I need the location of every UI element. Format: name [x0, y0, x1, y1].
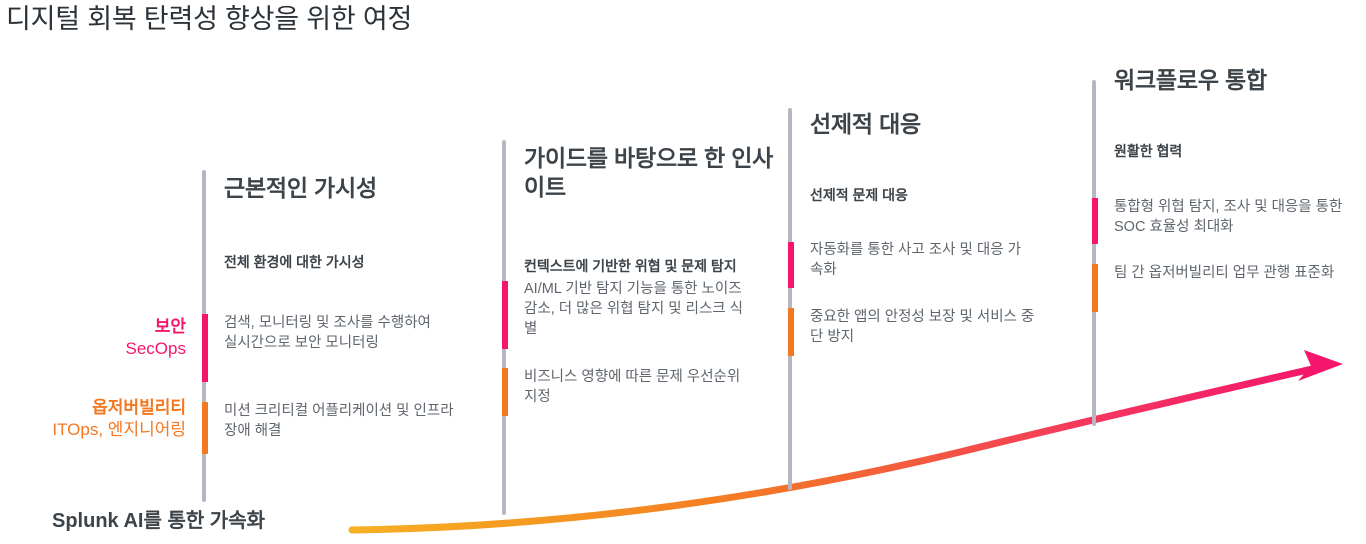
stage-2-marker-observability: [502, 368, 508, 416]
stage-4-marker-security: [1092, 198, 1098, 244]
stage-1-subtitle: 전체 환경에 대한 가시성: [224, 254, 365, 270]
persona-security: 보안 SecOps: [0, 316, 186, 360]
stage-4-marker-observability: [1092, 264, 1098, 312]
accelerate-label: Splunk AI를 통한 가속화: [52, 510, 265, 532]
stage-2-item-observability: 비즈니스 영향에 따른 문제 우선순위 지정: [524, 369, 741, 405]
stage-4-spine: [1092, 80, 1096, 426]
persona-observability-sub: ITOps, 엔지니어링: [52, 420, 186, 439]
stage-3-title: 선제적 대응: [810, 111, 921, 137]
persona-security-sub: SecOps: [125, 339, 186, 358]
stage-1-title: 근본적인 가시성: [224, 175, 377, 201]
persona-observability: 옵저버빌리티 ITOps, 엔지니어링: [0, 397, 186, 441]
stage-4-title: 워크플로우 통합: [1114, 67, 1267, 93]
arrow-head-icon: [1298, 350, 1343, 381]
page-title: 디지털 회복 탄력성 향상을 위한 여정: [6, 4, 413, 34]
stage-4-item-security: 통합형 위협 탐지, 조사 및 대응을 통한 SOC 효율성 최대화: [1114, 199, 1343, 235]
stage-4-item-observability: 팀 간 옵저버빌리티 업무 관행 표준화: [1114, 265, 1335, 281]
persona-security-name: 보안: [154, 317, 186, 336]
stage-2-marker-security: [502, 281, 508, 349]
stage-3-spine: [788, 108, 792, 490]
stage-1-marker-observability: [202, 402, 208, 454]
stage-2-subtitle: 컨텍스트에 기반한 위협 및 문제 탐지: [524, 258, 737, 274]
stage-3-subtitle: 선제적 문제 대응: [810, 187, 908, 203]
stage-3-marker-observability: [788, 308, 794, 356]
stage-4-subtitle: 원활한 협력: [1114, 143, 1183, 159]
stage-1-marker-security: [202, 314, 208, 382]
stage-3-item-security: 자동화를 통한 사고 조사 및 대응 가속화: [810, 242, 1021, 278]
stage-1-item-observability: 미션 크리티컬 어플리케이션 및 인프라 장애 해결: [224, 403, 454, 439]
stage-3-item-observability: 중요한 앱의 안정성 보장 및 서비스 중단 방지: [810, 309, 1035, 345]
stage-2-title: 가이드를 바탕으로 한 인사이트: [524, 145, 774, 200]
stage-3-marker-security: [788, 242, 794, 288]
stage-2-item-security: AI/ML 기반 탐지 기능을 통한 노이즈 감소, 더 많은 위협 탐지 및 …: [524, 281, 743, 337]
stage-1-item-security: 검색, 모니터링 및 조사를 수행하여 실시간으로 보안 모니터링: [224, 315, 431, 351]
curve-path: [348, 365, 1316, 534]
persona-observability-name: 옵저버빌리티: [92, 398, 186, 417]
